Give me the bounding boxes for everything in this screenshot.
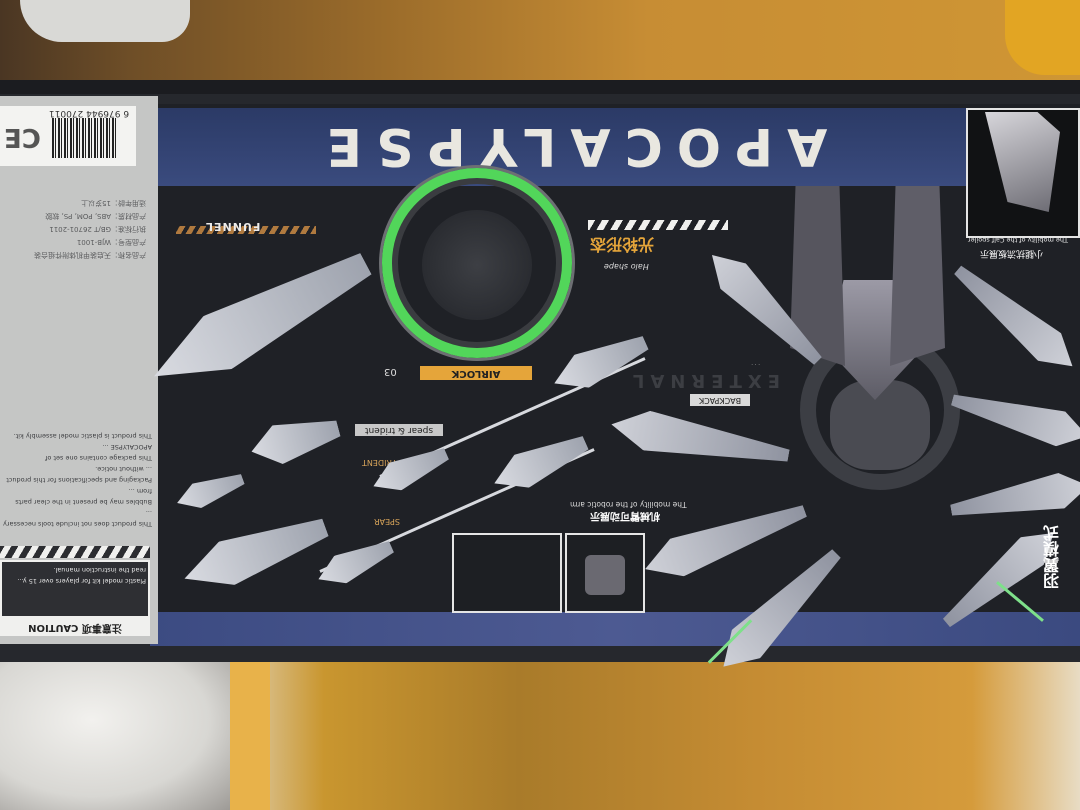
note-line: This product is plastic model assembly k… bbox=[13, 432, 152, 440]
plastic-bag-background bbox=[0, 660, 230, 810]
robot-arm-right bbox=[890, 186, 945, 366]
hazard-stripe-halo bbox=[588, 220, 728, 230]
cardboard-flap bbox=[230, 662, 270, 810]
spec-line: 产品型号：WJB-1001 bbox=[76, 238, 146, 246]
cloth-background-top bbox=[20, 0, 190, 42]
caution-line: Plastic model kit for players over 15 y.… bbox=[17, 577, 147, 585]
halo-shape-label: Halo shape bbox=[604, 262, 649, 271]
backpack-description: · · · bbox=[751, 361, 760, 367]
caution-box bbox=[0, 560, 150, 618]
spec-text-block: 产品名称：天启装甲机体附件组合装 产品型号：WJB-1001 执行标准：GB/T… bbox=[16, 196, 146, 261]
hazard-stripe bbox=[0, 546, 150, 558]
product-notes: This product does not include tools nece… bbox=[2, 430, 152, 529]
spec-line: 产品材质：ABS, POM, PS, 软胶 bbox=[45, 212, 146, 220]
box-title: APOCALYPSE bbox=[312, 116, 828, 176]
backpack-core bbox=[830, 380, 930, 470]
airlock-number: 03 bbox=[384, 366, 397, 377]
spec-line: 产品名称：天启装甲机体附件组合装 bbox=[34, 251, 146, 259]
note-line: Packaging and specifications for this pr… bbox=[6, 465, 152, 484]
airlock-label: AIRLOCK bbox=[420, 366, 532, 380]
title-banner bbox=[155, 108, 1080, 186]
spec-line: 执行标准：GB/T 26701-2011 bbox=[49, 225, 146, 233]
note-line: This product does not include tools nece… bbox=[2, 509, 152, 528]
spec-line: 适用年龄：15岁以上 bbox=[81, 199, 146, 207]
halo-shape-label-cn: 光轮形态 bbox=[590, 235, 655, 254]
yellow-object-background bbox=[1005, 0, 1080, 75]
robotic-arm-inset-1 bbox=[452, 533, 562, 613]
calf-spoiler-label: The mobility of the Calf spoiler bbox=[968, 236, 1068, 244]
hazard-stripe-funnel bbox=[176, 226, 316, 234]
ce-mark-icon: CE bbox=[4, 122, 41, 152]
robotic-arm-label: The mobility of the robotic arm bbox=[570, 500, 687, 509]
ring-core-part bbox=[422, 210, 532, 320]
robotic-arm-part bbox=[585, 555, 625, 595]
caution-line: read the instruction manual. bbox=[53, 566, 146, 574]
robotic-arm-label-cn: 机械臂可动展示 bbox=[590, 510, 660, 521]
barcode-icon bbox=[52, 118, 118, 158]
robotic-arm-inset-2 bbox=[565, 533, 645, 613]
caution-title: 注意事项 CAUTION bbox=[0, 618, 150, 636]
lower-blue-band bbox=[150, 612, 1080, 646]
note-line: Bubbles may be present in the clear part… bbox=[15, 487, 152, 506]
barcode-number: 6 976944 270011 bbox=[48, 108, 130, 118]
wing-mode-label-cn: 羽翼模式 bbox=[1043, 525, 1062, 589]
caution-text: Plastic model kit for players over 15 y.… bbox=[4, 564, 147, 586]
green-funnel-ring bbox=[382, 168, 572, 358]
box-top-edge bbox=[0, 80, 1080, 94]
spear-label: SPEAR bbox=[374, 517, 400, 526]
calf-spoiler-label-cn: 小腿扰流板展示 bbox=[980, 248, 1044, 258]
funnel-label: FUNNEL bbox=[205, 220, 261, 233]
backpack-label: BACKPACK bbox=[690, 394, 750, 406]
spear-trident-label: spear & trident bbox=[355, 424, 443, 436]
note-line: This package contains one set of APOCALY… bbox=[45, 443, 152, 462]
